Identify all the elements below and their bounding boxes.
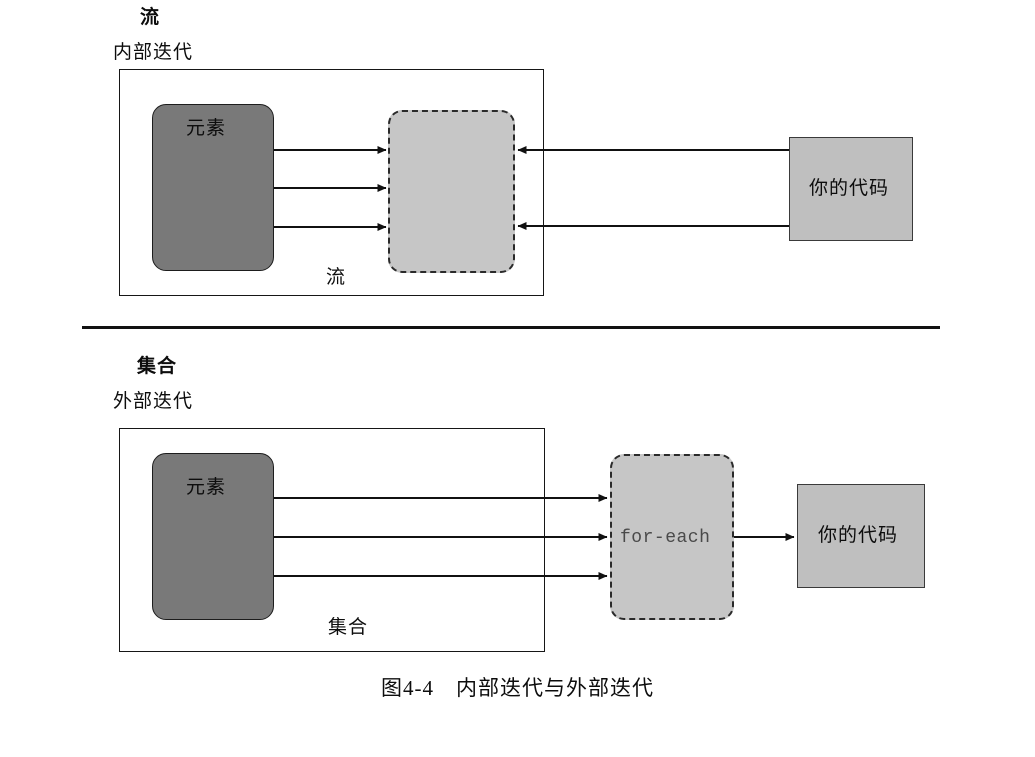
bottom-panel-subtitle: 外部迭代	[113, 391, 194, 412]
stream-pipeline-box	[388, 110, 515, 273]
stream-container-label: 流	[326, 267, 347, 288]
for-each-label: for-each	[620, 528, 711, 548]
bottom-your-code-box	[797, 484, 925, 588]
for-each-box	[610, 454, 734, 620]
top-panel-subtitle: 内部迭代	[113, 42, 194, 63]
collection-container-label: 集合	[328, 617, 369, 638]
bottom-panel-title: 集合	[137, 356, 178, 377]
top-your-code-box	[789, 137, 913, 241]
stream-element-box	[152, 104, 274, 271]
figure-caption: 图4-4 内部迭代与外部迭代	[381, 676, 654, 700]
stream-element-label: 元素	[186, 118, 227, 139]
stream-code-arrows	[517, 146, 789, 230]
bottom-your-code-label: 你的代码	[818, 525, 899, 546]
top-your-code-label: 你的代码	[809, 178, 890, 199]
collection-element-label: 元素	[186, 477, 227, 498]
top-panel-title: 流	[140, 7, 161, 28]
collection-element-box	[152, 453, 274, 620]
section-divider	[82, 326, 940, 329]
